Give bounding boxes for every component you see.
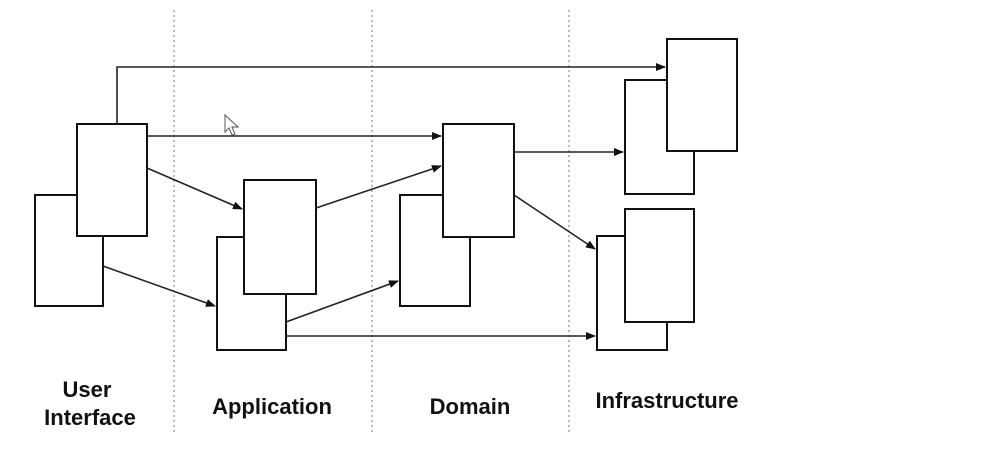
arrow-ui-to-application-front	[146, 167, 243, 210]
infrastructure-top-front-box	[666, 38, 738, 152]
infrastructure-bottom-front-box	[624, 208, 695, 323]
layer-label-infrastructure: Infrastructure	[595, 388, 738, 413]
layer-label-line: Interface	[44, 405, 136, 430]
layer-label-application: Application	[212, 394, 332, 419]
domain-front-box	[442, 123, 515, 238]
layer-label-line: User	[62, 377, 111, 402]
arrow-application-front-to-domain	[315, 165, 442, 209]
arrow-domain-to-infrastructure-bottom	[513, 194, 596, 250]
arrow-ui-to-infrastructure-top	[116, 63, 666, 124]
layer-label-line: Application	[212, 394, 332, 419]
arrow-ui-to-application-back	[102, 265, 216, 307]
arrow-application-back-to-domain-back	[285, 280, 399, 323]
layer-label-user-interface: User Interface	[44, 377, 136, 430]
layer-label-line: Domain	[430, 394, 511, 419]
layer-label-line: Infrastructure	[595, 388, 738, 413]
layer-label-domain: Domain	[430, 394, 511, 419]
mouse-cursor-icon	[224, 113, 240, 136]
ui-front-box	[76, 123, 148, 237]
application-front-box	[243, 179, 317, 295]
